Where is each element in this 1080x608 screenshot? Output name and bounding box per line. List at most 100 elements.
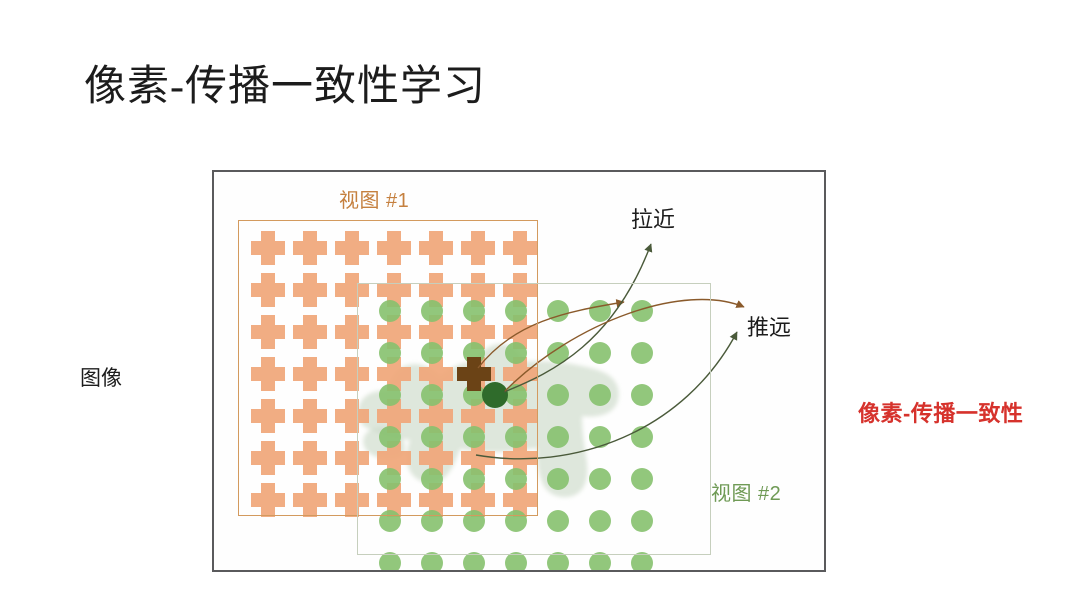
image-caption-label: 图像 [80, 367, 122, 390]
cross-marker [335, 441, 369, 475]
dot-marker [421, 342, 443, 364]
dot-marker [547, 468, 569, 490]
cross-marker [461, 231, 495, 265]
cross-marker [293, 357, 327, 391]
dot-marker [631, 552, 653, 570]
dot-marker [421, 426, 443, 448]
cross-marker [251, 231, 285, 265]
cross-marker [377, 357, 411, 391]
cross-marker [293, 231, 327, 265]
cross-marker [251, 357, 285, 391]
view2-label: 视图 #2 [711, 483, 782, 505]
anchor-markers [457, 357, 508, 408]
cross-marker [419, 315, 453, 349]
cross-marker [503, 483, 537, 517]
dot-marker [421, 384, 443, 406]
cross-marker [377, 231, 411, 265]
cross-marker [377, 441, 411, 475]
dot-marker [631, 342, 653, 364]
pull-closer-label: 拉近 [631, 207, 676, 232]
cross-marker [335, 273, 369, 307]
annotation-arrows [475, 243, 745, 460]
dot-marker [631, 384, 653, 406]
dot-marker [421, 300, 443, 322]
dot-marker [379, 300, 401, 322]
cross-marker [335, 231, 369, 265]
dot-marker [547, 552, 569, 570]
cross-marker [377, 315, 411, 349]
dot-marker [379, 552, 401, 570]
cross-marker [293, 273, 327, 307]
dot-marker [505, 300, 527, 322]
cross-marker [293, 399, 327, 433]
view1-rectangle [238, 220, 538, 516]
dot-marker [505, 468, 527, 490]
cross-marker [503, 399, 537, 433]
cross-marker [377, 273, 411, 307]
dot-marker [379, 426, 401, 448]
dot-marker [547, 510, 569, 532]
dot-marker [631, 510, 653, 532]
dot-marker [379, 342, 401, 364]
dot-marker [589, 552, 611, 570]
cross-marker [503, 441, 537, 475]
push-from-far-dot-arrow [475, 331, 738, 460]
dot-marker [505, 342, 527, 364]
dot-marker [463, 300, 485, 322]
cross-marker [419, 483, 453, 517]
dot-marker [379, 384, 401, 406]
cross-marker [419, 231, 453, 265]
figure-canvas [251, 231, 745, 570]
cross-marker [503, 231, 537, 265]
pull-from-dot-arrow [503, 243, 653, 393]
dot-marker [463, 468, 485, 490]
cross-marker [335, 315, 369, 349]
dot-marker [589, 468, 611, 490]
cross-marker [251, 399, 285, 433]
dot-marker [547, 300, 569, 322]
dot-marker [379, 468, 401, 490]
figure-frame: 视图 #1 视图 #2 拉近 推远 [212, 170, 826, 572]
cross-marker [251, 483, 285, 517]
cross-marker [335, 357, 369, 391]
cross-marker [461, 273, 495, 307]
cross-marker [293, 315, 327, 349]
cross-marker [377, 483, 411, 517]
consistency-caption-label: 像素-传播一致性 [858, 401, 1024, 426]
view1-label: 视图 #1 [339, 190, 410, 212]
cross-marker [503, 357, 537, 391]
cross-marker [503, 273, 537, 307]
cross-marker [461, 483, 495, 517]
page-title: 像素-传播一致性学习 [84, 64, 486, 110]
cross-marker [461, 399, 495, 433]
dot-marker [589, 384, 611, 406]
anchor-dot-marker [482, 382, 508, 408]
dot-marker [547, 342, 569, 364]
cross-marker [419, 441, 453, 475]
dot-marker [631, 468, 653, 490]
dot-marker [505, 426, 527, 448]
cross-marker [377, 399, 411, 433]
cross-marker [251, 441, 285, 475]
dot-marker [547, 426, 569, 448]
dot-marker [547, 384, 569, 406]
dot-marker [589, 426, 611, 448]
cross-marker [419, 399, 453, 433]
dot-marker [421, 468, 443, 490]
push-away-label: 推远 [747, 315, 792, 340]
cross-marker [419, 357, 453, 391]
dot-marker [421, 552, 443, 570]
cross-marker [251, 273, 285, 307]
view2-rectangle [357, 283, 711, 555]
pull-from-cross-arrow [477, 299, 625, 369]
cross-marker [335, 399, 369, 433]
cross-marker [251, 315, 285, 349]
cross-marker [335, 483, 369, 517]
dot-marker [589, 342, 611, 364]
dot-marker [505, 552, 527, 570]
dot-marker [463, 552, 485, 570]
dot-marker [631, 300, 653, 322]
cross-marker [461, 315, 495, 349]
dot-marker [589, 510, 611, 532]
cross-marker [293, 483, 327, 517]
